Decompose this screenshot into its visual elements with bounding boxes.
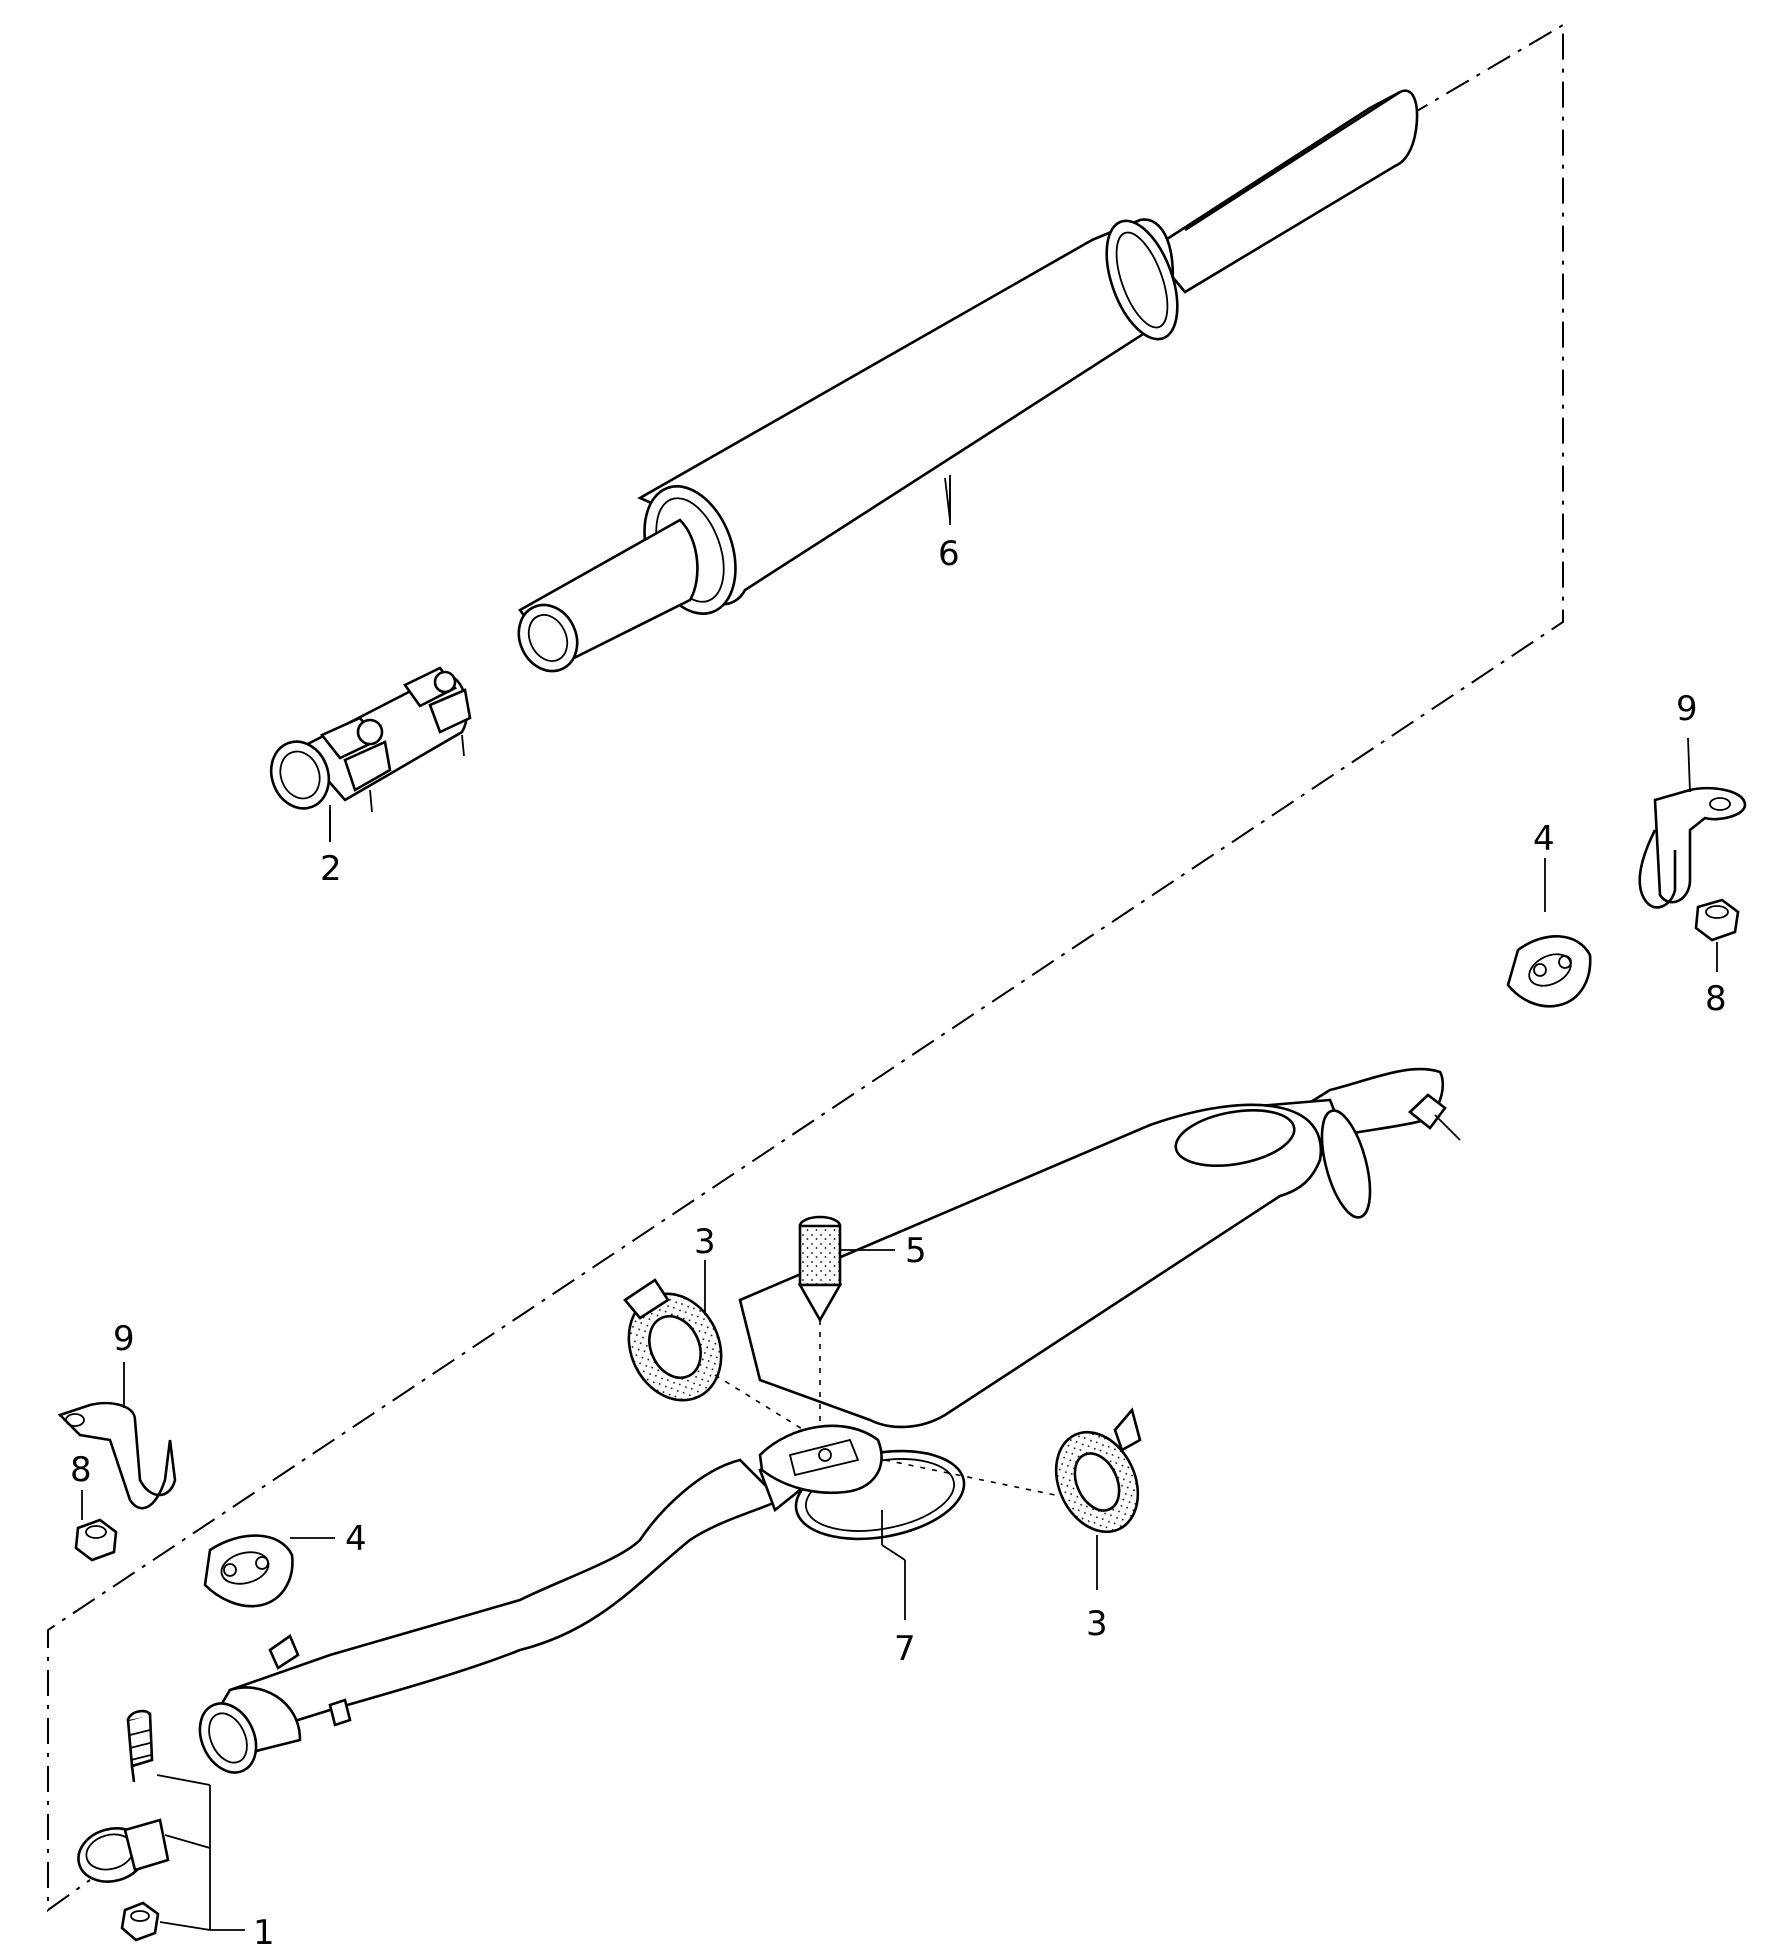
callout-3-right: 3	[1086, 1604, 1108, 1644]
callout-9-left: 9	[113, 1319, 135, 1359]
callout-4-right: 4	[1533, 819, 1555, 859]
callout-1: 1	[253, 1913, 275, 1949]
hex-nut-left-part-8	[74, 1518, 118, 1562]
callout-7: 7	[894, 1629, 916, 1669]
clamp-set-part-1	[77, 1709, 170, 1942]
center-silencer-part-6	[517, 89, 1419, 673]
gasket-left-part-3	[623, 1278, 723, 1402]
mounting-bracket-left-part-9	[57, 1401, 177, 1510]
rubber-mount-center-part-4	[758, 1424, 883, 1495]
rubber-mount-left-part-4	[203, 1534, 294, 1608]
callout-9-right: 9	[1676, 689, 1698, 729]
callout-5: 5	[905, 1231, 927, 1271]
gasket-right-part-3	[1054, 1407, 1142, 1534]
rubber-mount-right-part-4	[1506, 935, 1592, 1008]
hex-nut-right-part-8	[1694, 898, 1740, 942]
pipe-connector-clamp-part-2	[269, 666, 472, 840]
gasket-alignment-line-right	[884, 1459, 1056, 1496]
mounting-bracket-right-part-9	[1638, 786, 1747, 909]
callout-8-right: 8	[1705, 979, 1727, 1019]
rubber-buffer-part-5	[797, 1215, 843, 1440]
assembly-boundary-line	[47, 23, 1564, 1912]
callout-2: 2	[320, 849, 342, 889]
leader-lines	[81, 479, 1718, 1931]
rear-silencer-part-7	[198, 477, 1461, 1774]
callout-6: 6	[938, 534, 960, 574]
callout-4-left: 4	[345, 1519, 367, 1559]
callout-8-left: 8	[70, 1450, 92, 1490]
callout-3-left: 3	[694, 1222, 716, 1262]
gasket-alignment-line-left	[714, 1374, 821, 1441]
